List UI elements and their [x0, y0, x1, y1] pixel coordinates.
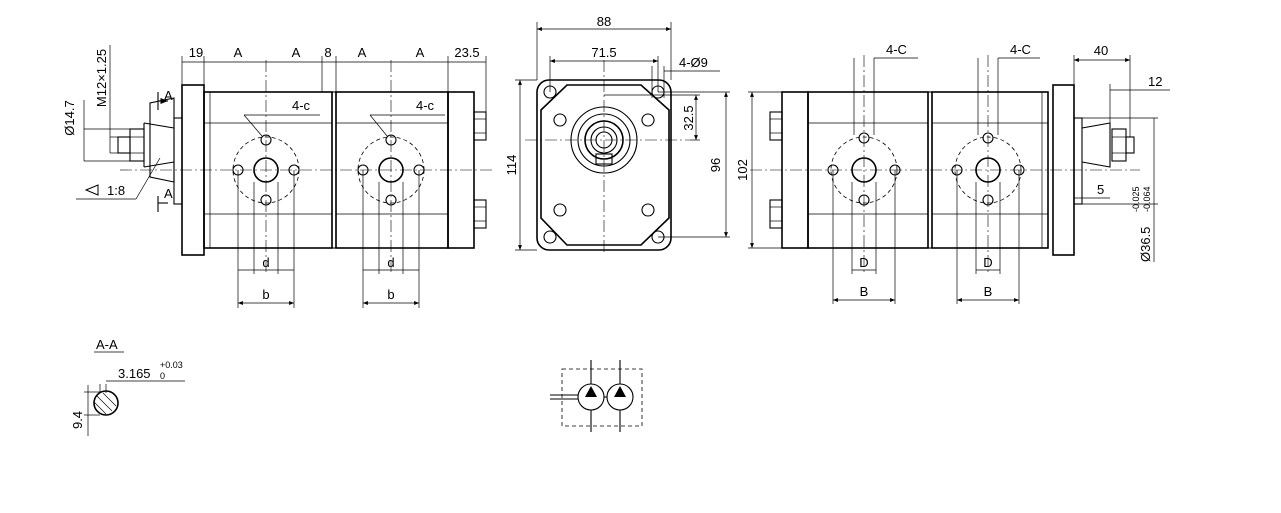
key-tol-upper: +0.03: [160, 360, 183, 370]
mount-hole-spec: 4-Ø9: [679, 55, 708, 70]
front-width: 88: [597, 14, 611, 29]
port-left-1: [232, 60, 300, 272]
symbol-boundary: [561, 368, 643, 427]
port-holes-label-1: 4-c: [292, 98, 311, 113]
key-width: 3.165: [118, 366, 151, 381]
top-dimensions: 19 A A 8 A A 23.5: [181, 45, 487, 112]
section-a-a: A-A 3.165 +0.03 0 9.4: [70, 337, 185, 436]
pilot-tol-upper: -0.025: [1131, 186, 1141, 212]
front-bolt-span: 71.5: [591, 45, 616, 60]
right-port-holes-2: 4-C: [1010, 42, 1031, 57]
pilot-length: 40: [1094, 43, 1108, 58]
right-port-inner-1: D: [859, 255, 868, 270]
port-right-2: [951, 55, 1025, 272]
taper-ratio: 1:8: [107, 183, 125, 198]
port-outer-dim-1: b: [262, 287, 269, 302]
port-inner-dim-2: d: [387, 255, 394, 270]
pilot-diameter: Ø36.5: [1138, 227, 1153, 262]
right-port-inner-2: D: [983, 255, 992, 270]
bolt-head: [473, 199, 487, 229]
thread-spec: M12×1.25: [94, 49, 109, 107]
left-side-view: 19 A A 8 A A 23.5 4-c 4-c d b d b: [62, 45, 495, 308]
front-offset: 32.5: [681, 105, 696, 130]
section-title: A-A: [96, 337, 118, 352]
right-port-holes-1: 4-C: [886, 42, 907, 57]
bolt-head: [473, 111, 487, 141]
front-bolt-height: 96: [708, 158, 723, 172]
port-inner-dim-1: d: [262, 255, 269, 270]
dim-a2: A: [292, 45, 301, 60]
port-holes-label-2: 4-c: [416, 98, 435, 113]
dim-19: 19: [189, 45, 203, 60]
pilot-tol-lower: -0.064: [1142, 186, 1152, 212]
front-view: 88 71.5 4-Ø9 32.5 114 96: [504, 14, 730, 255]
port-left-2: [357, 60, 425, 272]
dim-23-5: 23.5: [454, 45, 479, 60]
pilot: [173, 117, 183, 205]
drive-shaft: [117, 97, 175, 183]
dim-a1: A: [234, 45, 243, 60]
key-tol-lower: 0: [160, 371, 165, 381]
section-marker-top: A: [164, 88, 173, 103]
front-height: 114: [504, 155, 519, 176]
shaft-diameter: Ø14.7: [62, 100, 77, 135]
right-height: 102: [735, 159, 750, 181]
key-length: 12: [1148, 74, 1162, 89]
right-port-outer-1: B: [860, 284, 869, 299]
port-outer-dim-2: b: [387, 287, 394, 302]
dim-a3: A: [358, 45, 367, 60]
body-outline: [540, 84, 670, 246]
right-side-view: 4-C 4-C D B D B 102 40 12: [735, 42, 1170, 304]
section-marker-bottom: A: [164, 186, 173, 201]
hydraulic-symbol: [550, 360, 643, 432]
dim-a4: A: [416, 45, 425, 60]
shoulder-length: 5: [1097, 182, 1104, 197]
section-height: 9.4: [70, 411, 85, 429]
right-port-outer-2: B: [984, 284, 993, 299]
dim-8: 8: [324, 45, 331, 60]
port-right-1: [827, 55, 901, 272]
